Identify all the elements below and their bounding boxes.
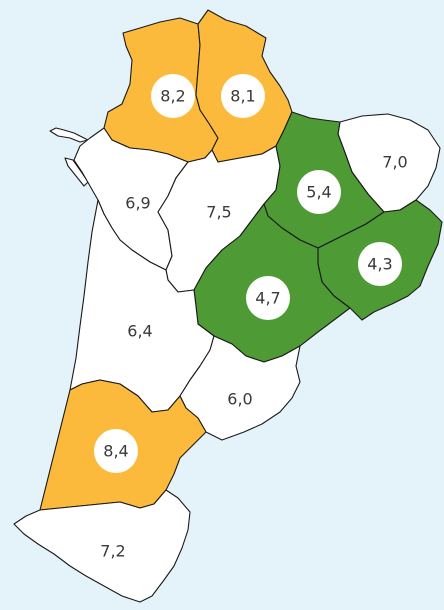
value-label-correze: 4,3 bbox=[367, 255, 392, 274]
island-ile-d-oleron bbox=[64, 157, 89, 187]
island-ile-de-re bbox=[49, 127, 89, 143]
value-label-landes: 8,4 bbox=[103, 442, 128, 461]
value-badge-charente: 7,5 bbox=[206, 203, 231, 222]
value-label-charente-maritime: 6,9 bbox=[125, 194, 150, 213]
value-label-creuse: 7,0 bbox=[382, 153, 407, 172]
value-badge-deux-sevres: 8,1 bbox=[221, 74, 265, 118]
value-badge-lot-et-garonne: 6,0 bbox=[227, 390, 252, 409]
value-badge-pyrenees-atlantiques: 7,2 bbox=[100, 542, 125, 561]
value-label-lot-et-garonne: 6,0 bbox=[227, 390, 252, 409]
dept-pyrenees-atlantiques bbox=[13, 489, 191, 603]
value-badge-vienne: 8,2 bbox=[151, 74, 195, 118]
value-label-dordogne: 4,7 bbox=[255, 289, 280, 308]
value-label-deux-sevres: 8,1 bbox=[230, 87, 255, 106]
value-badge-landes: 8,4 bbox=[94, 429, 138, 473]
value-label-pyrenees-atlantiques: 7,2 bbox=[100, 542, 125, 561]
value-label-charente: 7,5 bbox=[206, 203, 231, 222]
value-badge-correze: 4,3 bbox=[358, 242, 402, 286]
value-badge-haute-vienne: 5,4 bbox=[297, 170, 341, 214]
value-badge-creuse: 7,0 bbox=[382, 153, 407, 172]
dept-lot-et-garonne bbox=[179, 335, 301, 441]
value-label-gironde: 6,4 bbox=[127, 322, 152, 341]
value-badge-dordogne: 4,7 bbox=[246, 276, 290, 320]
value-badge-charente-maritime: 6,9 bbox=[125, 194, 150, 213]
value-badge-gironde: 6,4 bbox=[127, 322, 152, 341]
value-label-vienne: 8,2 bbox=[160, 87, 185, 106]
value-label-haute-vienne: 5,4 bbox=[306, 183, 331, 202]
